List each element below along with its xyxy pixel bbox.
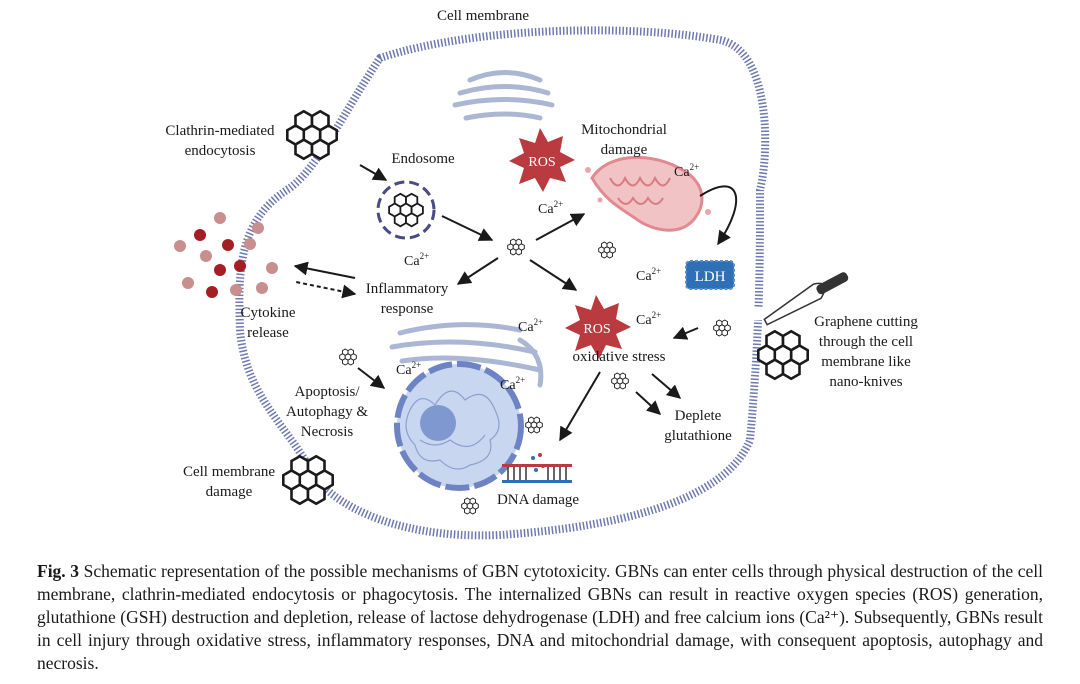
calcium-ion-label: Ca2+ <box>518 317 543 335</box>
label-graphene-1: Graphene cutting <box>814 314 918 330</box>
cytokine-particles <box>174 212 278 298</box>
calcium-ion-label: Ca2+ <box>396 360 421 378</box>
calcium-ion-label: Ca2+ <box>538 199 563 217</box>
calcium-ion-label: Ca2+ <box>636 266 661 284</box>
golgi-apparatus-top <box>452 70 555 121</box>
ldh-box: LDH <box>685 260 735 290</box>
label-clathrin-1: Clathrin-mediated <box>165 123 275 139</box>
graphene-hexagon-icon <box>525 416 543 434</box>
graphene-hexagon-icon <box>281 454 335 506</box>
graphene-hexagon-icon <box>507 238 525 256</box>
endosome-vesicle <box>376 180 436 240</box>
ros-label-center: ROS <box>583 322 610 337</box>
graphene-hexagon-icon <box>461 497 479 515</box>
label-membrane-damage-1: Cell membrane <box>183 464 275 480</box>
graphene-hexagon-icon <box>756 329 810 381</box>
label-inflammatory-2: response <box>381 301 434 317</box>
ros-burst-icon: ROS <box>509 128 575 192</box>
label-graphene-2: through the cell <box>819 334 913 350</box>
calcium-ion-label: Ca2+ <box>500 375 525 393</box>
graphene-hexagon-icon <box>598 241 616 259</box>
cell-membrane <box>235 26 770 540</box>
gbn-cytotoxicity-diagram: ROS ROS LDH <box>165 8 918 540</box>
golgi-apparatus-lower <box>389 322 544 388</box>
nucleus <box>394 361 524 491</box>
label-deplete-1: Deplete <box>675 408 722 424</box>
label-apoptosis-3: Necrosis <box>301 424 354 440</box>
label-mito-2: damage <box>601 142 648 158</box>
label-apoptosis-1: Apoptosis/ <box>294 384 360 400</box>
graphene-hexagon-icon <box>713 319 731 337</box>
dna-icon <box>502 453 572 483</box>
pathway-arrows <box>293 164 738 442</box>
label-mito-1: Mitochondrial <box>581 122 667 138</box>
nucleolus <box>420 405 456 441</box>
label-dna-damage: DNA damage <box>497 492 579 508</box>
ros-burst-icon: ROS <box>565 295 631 359</box>
calcium-ion-label: Ca2+ <box>636 310 661 328</box>
label-apoptosis-2: Autophagy & <box>286 404 368 420</box>
graphene-hexagon-icon <box>339 348 357 366</box>
caption-text: Schematic representation of the possible… <box>37 561 1043 673</box>
label-deplete-2: glutathione <box>664 428 732 444</box>
knife-icon <box>763 272 849 326</box>
mitochondria <box>585 155 711 232</box>
label-membrane-damage-2: damage <box>206 484 253 500</box>
graphene-hexagon-icon <box>611 372 629 390</box>
graphene-hexagon-icon <box>388 192 424 228</box>
label-inflammatory-1: Inflammatory <box>366 281 449 297</box>
graphene-hexagon-icon <box>285 109 339 161</box>
calcium-ion-label: Ca2+ <box>404 251 429 269</box>
label-graphene-3: membrane like <box>821 354 911 370</box>
label-cytokine-2: release <box>247 325 289 341</box>
label-oxidative-stress: oxidative stress <box>573 349 666 365</box>
caption-label: Fig. 3 <box>37 561 80 581</box>
label-clathrin-2: endocytosis <box>185 143 256 159</box>
label-endosome: Endosome <box>391 151 455 167</box>
ldh-label: LDH <box>695 269 726 285</box>
label-cytokine-1: Cytokine <box>241 305 296 321</box>
label-graphene-4: nano-knives <box>829 374 902 390</box>
figure-caption: Fig. 3 Schematic representation of the p… <box>37 560 1043 675</box>
label-cell-membrane: Cell membrane <box>437 8 529 24</box>
ros-label-top: ROS <box>528 155 555 170</box>
calcium-ion-label: Ca2+ <box>674 162 699 180</box>
